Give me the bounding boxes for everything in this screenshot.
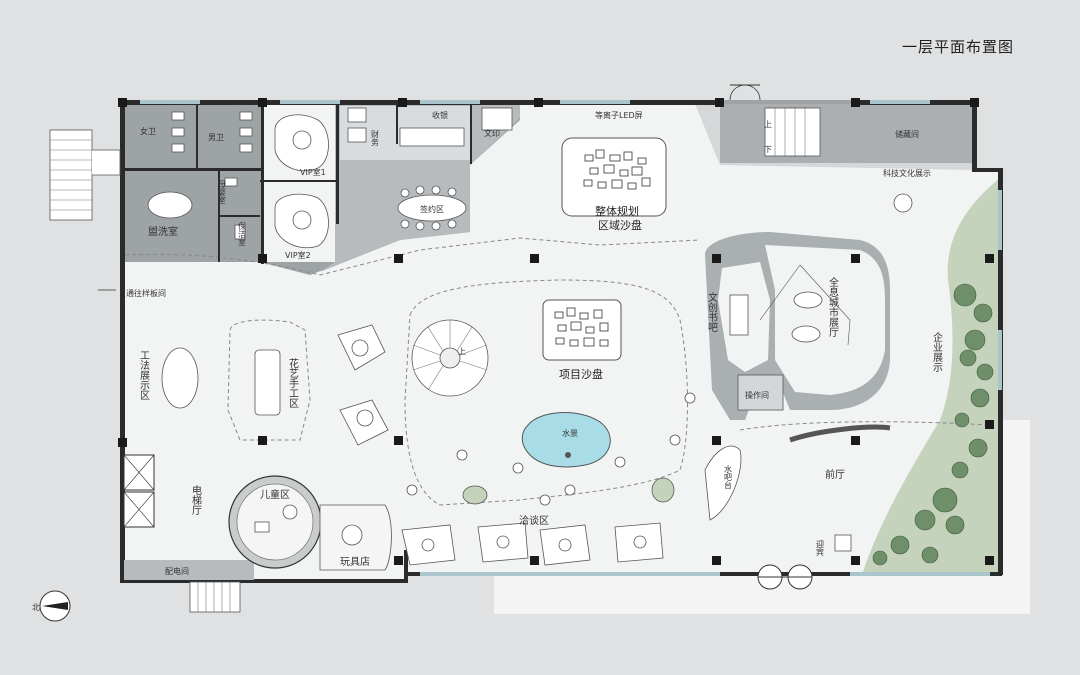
north-corridor: [695, 104, 975, 170]
bookbar-shelf: [729, 294, 749, 336]
stair-north: [729, 84, 821, 157]
label-finance: 财务: [371, 129, 380, 147]
label-project-sandtable: 项目沙盘: [559, 367, 603, 381]
water-feature: [521, 412, 611, 468]
label-up: 上: [764, 120, 772, 129]
lobby-bench: [789, 424, 891, 443]
label-power-room: 配电间: [165, 566, 189, 576]
power-room: [124, 560, 254, 580]
label-water-feature: 水景: [562, 428, 578, 438]
toilet-fixtures: [171, 111, 253, 240]
vip-furniture: [274, 114, 329, 249]
water-feature-stone: [565, 452, 571, 458]
planter-west: [462, 485, 488, 505]
hologram-sightlines: [759, 264, 851, 346]
label-enterprise-display: 企业展示: [931, 331, 943, 372]
label-signing-area: 签约区: [420, 204, 444, 214]
main-entrance-doors: [757, 564, 813, 590]
project-sandtable-blocks: [554, 307, 609, 347]
toy-store-table: [341, 524, 363, 546]
label-water-bar: 水吧台: [724, 464, 733, 490]
exterior-terrace-east: [1000, 420, 1030, 614]
water-bar-counter: [704, 445, 742, 521]
lobby-path: [739, 421, 991, 431]
lounge-chairs: [337, 324, 389, 446]
wash-basin-island: [147, 191, 193, 219]
label-kids-area: 儿童区: [260, 488, 290, 501]
label-flower-workshop: 花艺手工区: [287, 357, 299, 408]
label-overall-plan: 整体规划: [595, 204, 639, 218]
label-tech-culture: 科技文化展示: [883, 168, 931, 178]
flower-workshop-zone: [227, 319, 311, 441]
label-cashier: 收银: [432, 110, 448, 120]
label-print: 文印: [484, 128, 500, 138]
reception-desk: [834, 534, 852, 552]
project-sandtable-zone: [404, 279, 688, 506]
label-male-wc: 男卫: [208, 133, 224, 142]
label-stair-up: 上: [458, 347, 466, 356]
office-furniture: [347, 107, 513, 147]
hologram-projector-1: [793, 291, 823, 309]
label-negotiation-area: 洽谈区: [519, 514, 549, 527]
label-toy-store: 玩具店: [340, 555, 370, 568]
cafe-tables: [406, 392, 696, 506]
operation-room: [737, 374, 784, 411]
label-sample-room-passage: 通往样板间: [126, 288, 166, 298]
spiral-stair: [411, 319, 489, 397]
label-craft-display: 工法展示区: [138, 350, 150, 400]
label-lobby: 前厅: [825, 468, 845, 481]
negotiation-booths: [401, 522, 664, 566]
workshop-table: [254, 349, 281, 416]
label-operation-room: 操作间: [745, 390, 769, 400]
kids-area: [228, 475, 322, 569]
windows: [140, 100, 1002, 576]
label-reception: 迎宾: [816, 539, 825, 557]
hologram-projector-2: [791, 325, 821, 343]
exterior-stair-west: [49, 129, 121, 221]
tech-display-object: [893, 193, 913, 213]
regional-sandtable-blocks: [583, 149, 651, 190]
signing-table: [397, 185, 467, 231]
label-elevator-hall: 电梯厅: [190, 484, 202, 515]
label-mother-room: 母婴室: [218, 180, 227, 204]
label-female-wc: 女卫: [140, 126, 156, 136]
circulation-path-north: [124, 237, 701, 276]
craft-display-island: [161, 347, 199, 409]
north-arrow-icon: [39, 590, 71, 622]
exterior-stair-south: [189, 581, 241, 613]
holographic-hall-floor: [765, 245, 885, 395]
label-vip1: VIP室1: [300, 167, 326, 177]
interior-partitions: [124, 104, 472, 264]
label-vip2: VIP室2: [285, 250, 311, 260]
label-storage: 储藏间: [895, 129, 919, 139]
label-regional-sandtable: 区域沙盘: [598, 218, 642, 232]
label-down: 下: [764, 145, 772, 154]
planter-east: [651, 477, 675, 503]
label-cleaning-room: 保洁室: [238, 221, 247, 246]
project-sandtable-model: [542, 299, 622, 361]
label-led-screen: 等离子LED屏: [595, 110, 643, 120]
elevator-shafts: [123, 454, 155, 528]
label-holographic-hall: 全息城市展厅: [827, 276, 839, 337]
label-washroom: 盥洗室: [148, 225, 178, 238]
label-north: 北: [32, 603, 40, 612]
plan-title: 一层平面布置图: [902, 38, 1014, 56]
label-creative-bookbar: 文创书吧: [706, 291, 718, 332]
